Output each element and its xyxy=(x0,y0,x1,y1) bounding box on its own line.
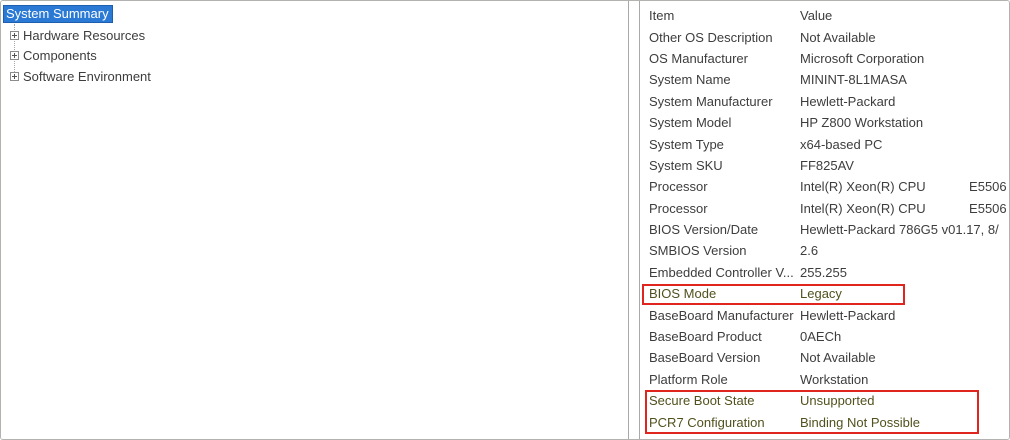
item-cell: Platform Role xyxy=(649,371,728,387)
value-cell: Legacy xyxy=(800,286,842,302)
column-header-item: Item xyxy=(649,8,675,24)
table-row-secure-boot-state[interactable]: Secure Boot State Unsupported xyxy=(640,390,1009,411)
item-cell: BaseBoard Version xyxy=(649,350,761,366)
value-cell: Intel(R) Xeon(R) CPU E5506 xyxy=(800,179,1007,195)
table-row[interactable]: System Name MININT-8L1MASA xyxy=(640,69,1009,90)
table-row-pcr7-configuration[interactable]: PCR7 Configuration Binding Not Possible xyxy=(640,411,1009,432)
tree-item-hardware-resources[interactable]: Hardware Resources xyxy=(1,25,628,46)
table-row[interactable]: System SKU FF825AV xyxy=(640,155,1009,176)
table-row[interactable]: Other OS Description Not Available xyxy=(640,26,1009,47)
value-cell: Workstation xyxy=(800,371,869,387)
item-cell: OS Manufacturer xyxy=(649,50,748,66)
table-row[interactable]: Embedded Controller V... 255.255 xyxy=(640,262,1009,283)
table-header-row: Item Value xyxy=(640,5,1009,26)
table-row[interactable]: System Type x64-based PC xyxy=(640,133,1009,154)
value-cell: 0AECh xyxy=(800,329,842,345)
item-cell: System SKU xyxy=(649,157,723,173)
details-pane: Item Value Other OS Description Not Avai… xyxy=(639,1,1009,439)
tree-item-label: Components xyxy=(23,48,97,64)
plus-box-icon[interactable] xyxy=(10,71,19,81)
table-row[interactable]: BaseBoard Manufacturer Hewlett-Packard xyxy=(640,304,1009,325)
tree-item-software-environment[interactable]: Software Environment xyxy=(1,66,628,87)
category-tree-pane: System Summary Hardware Resources Compon… xyxy=(1,1,629,439)
value-cell: Not Available xyxy=(800,350,876,366)
value-cell: Hewlett-Packard xyxy=(800,307,896,323)
tree-connector-line xyxy=(14,24,15,76)
column-header-value: Value xyxy=(800,8,833,24)
item-cell: BIOS Version/Date xyxy=(649,222,759,238)
table-row[interactable]: BaseBoard Product 0AECh xyxy=(640,326,1009,347)
table-row[interactable]: BaseBoard Version Not Available xyxy=(640,347,1009,368)
tree-item-system-summary[interactable]: System Summary xyxy=(1,4,628,25)
value-cell: x64-based PC xyxy=(800,136,883,152)
table-row[interactable]: Platform Role Workstation xyxy=(640,369,1009,390)
item-cell: Other OS Description xyxy=(649,29,773,45)
value-cell: Microsoft Corporation xyxy=(800,50,925,66)
item-cell: Embedded Controller V... xyxy=(649,264,794,280)
item-cell: BIOS Mode xyxy=(649,286,717,302)
tree-item-label: System Summary xyxy=(3,5,113,24)
value-cell: MININT-8L1MASA xyxy=(800,72,907,88)
table-row-bios-mode[interactable]: BIOS Mode Legacy xyxy=(640,283,1009,304)
value-cell: Hewlett-Packard xyxy=(800,93,896,109)
tree-item-label: Software Environment xyxy=(23,68,151,84)
value-cell: Not Available xyxy=(800,29,876,45)
table-row[interactable]: Processor Intel(R) Xeon(R) CPU E5506 xyxy=(640,176,1009,197)
value-cell: Hewlett-Packard 786G5 v01.17, 8/ xyxy=(800,222,999,238)
value-cell: Intel(R) Xeon(R) CPU E5506 xyxy=(800,200,1007,216)
value-cell: HP Z800 Workstation xyxy=(800,115,924,131)
item-cell: PCR7 Configuration xyxy=(649,414,765,430)
plus-box-icon[interactable] xyxy=(10,51,19,61)
item-cell: System Name xyxy=(649,72,731,88)
value-cell: FF825AV xyxy=(800,157,854,173)
plus-box-icon[interactable] xyxy=(10,30,19,40)
table-row[interactable]: SMBIOS Version 2.6 xyxy=(640,240,1009,261)
value-cell: 255.255 xyxy=(800,264,847,280)
value-cell: Unsupported xyxy=(800,393,875,409)
item-cell: Processor xyxy=(649,200,708,216)
value-cell: Binding Not Possible xyxy=(800,414,920,430)
tree-item-components[interactable]: Components xyxy=(1,45,628,66)
table-row[interactable]: OS Manufacturer Microsoft Corporation xyxy=(640,48,1009,69)
item-cell: SMBIOS Version xyxy=(649,243,747,259)
item-cell: Processor xyxy=(649,179,708,195)
table-row[interactable]: Processor Intel(R) Xeon(R) CPU E5506 xyxy=(640,198,1009,219)
item-cell: System Model xyxy=(649,115,732,131)
item-cell: System Manufacturer xyxy=(649,93,773,109)
table-row[interactable]: System Model HP Z800 Workstation xyxy=(640,112,1009,133)
item-cell: System Type xyxy=(649,136,724,152)
item-cell: Secure Boot State xyxy=(649,393,755,409)
tree-item-label: Hardware Resources xyxy=(23,27,146,43)
table-row[interactable]: System Manufacturer Hewlett-Packard xyxy=(640,91,1009,112)
item-cell: BaseBoard Product xyxy=(649,329,762,345)
item-cell: BaseBoard Manufacturer xyxy=(649,307,794,323)
value-cell: 2.6 xyxy=(800,243,819,259)
table-row[interactable]: BIOS Version/Date Hewlett-Packard 786G5 … xyxy=(640,219,1009,240)
